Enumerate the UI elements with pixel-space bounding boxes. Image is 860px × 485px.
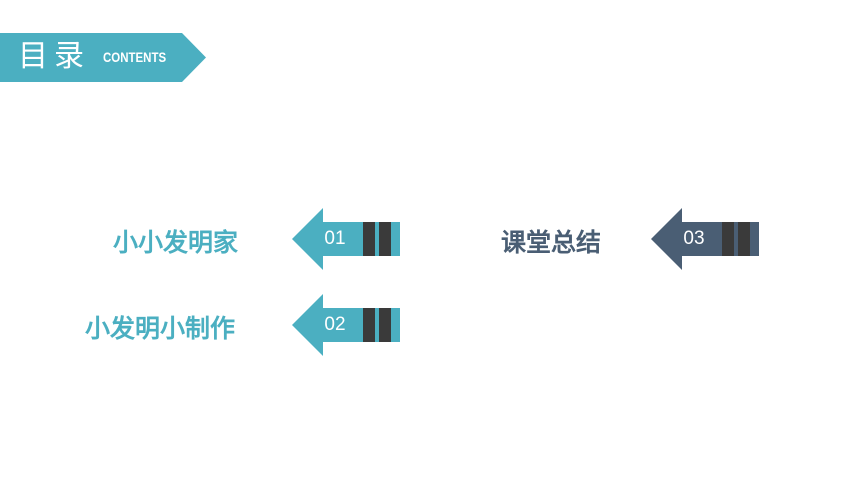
- toc-item-arrow-03[interactable]: 03: [651, 208, 761, 272]
- left-arrow-icon: [292, 294, 400, 356]
- toc-item-label-01[interactable]: 小小发明家: [113, 228, 239, 257]
- toc-item-arrow-02[interactable]: 02: [292, 294, 402, 358]
- header-banner: 目录 CONTENTS: [0, 33, 206, 82]
- toc-item-number-03: 03: [683, 228, 705, 249]
- page-subtitle: CONTENTS: [103, 49, 167, 65]
- header-banner-shape: [0, 33, 206, 82]
- left-arrow-icon: [651, 208, 759, 270]
- toc-item-label-03[interactable]: 课堂总结: [501, 228, 602, 257]
- left-arrow-icon: [292, 208, 400, 270]
- toc-item-arrow-01[interactable]: 01: [292, 208, 402, 272]
- toc-item-label-02[interactable]: 小发明小制作: [85, 314, 236, 343]
- page-title: 目录: [18, 39, 90, 74]
- toc-item-number-01: 01: [324, 228, 346, 249]
- toc-item-number-02: 02: [324, 314, 346, 335]
